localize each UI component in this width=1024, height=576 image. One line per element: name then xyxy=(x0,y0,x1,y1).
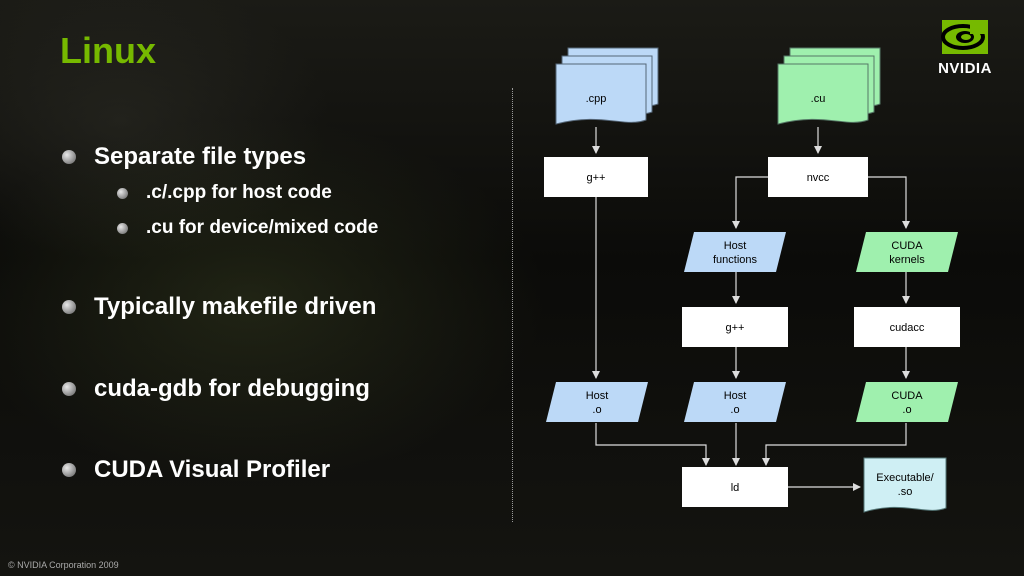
nvidia-logo-icon xyxy=(941,20,988,54)
cudacc-label: cudacc xyxy=(890,322,925,334)
sub-bullet-dot xyxy=(117,223,128,234)
sub-bullet-item: .cu for device/mixed code xyxy=(146,217,379,238)
bullet-dot xyxy=(62,300,76,314)
host-functions-line1: Host xyxy=(724,240,747,252)
edge-nvcc-host-functions xyxy=(732,176,768,229)
host-o2-node xyxy=(684,382,786,422)
sub-bullet-item: .c/.cpp for host code xyxy=(146,182,332,203)
cpp-files-node xyxy=(555,47,659,125)
bullet-item: Typically makefile driven xyxy=(94,293,377,320)
cuda-kernels-line1: CUDA xyxy=(891,240,923,252)
bullet-list: Separate file types .c/.cpp for host cod… xyxy=(0,0,510,576)
host-o-line2: .o xyxy=(592,404,601,416)
bullet-dot xyxy=(62,463,76,477)
cu-files-label: .cu xyxy=(811,93,826,105)
host-functions-line2: functions xyxy=(713,254,758,266)
executable-line2: .so xyxy=(898,486,913,498)
cuda-o-line1: CUDA xyxy=(891,390,923,402)
connector-group xyxy=(592,127,910,491)
cuda-o-line2: .o xyxy=(902,404,911,416)
cu-files-node xyxy=(777,47,881,125)
cpp-files-label: .cpp xyxy=(586,93,607,105)
bullet-item: cuda-gdb for debugging xyxy=(94,375,370,402)
divider-line xyxy=(512,88,513,522)
nvcc-label: nvcc xyxy=(807,172,830,184)
edge-host-o-ld xyxy=(595,423,710,466)
ld-box xyxy=(682,467,788,507)
gpp2-box xyxy=(682,307,788,347)
host-functions-node xyxy=(684,232,786,272)
bullet-dot xyxy=(62,150,76,164)
gpp2-label: g++ xyxy=(726,322,745,334)
host-o-line1: Host xyxy=(586,390,609,402)
edge-nvcc-cuda-kernels xyxy=(868,176,910,229)
sub-bullet-dot xyxy=(117,188,128,199)
cuda-o-node xyxy=(856,382,958,422)
cuda-kernels-line2: kernels xyxy=(889,254,925,266)
gpp-label: g++ xyxy=(587,172,606,184)
host-o2-line1: Host xyxy=(724,390,747,402)
ld-label: ld xyxy=(731,482,740,494)
edge-cuda-o-ld xyxy=(762,423,907,466)
bullet-item: Separate file types xyxy=(94,143,307,170)
slide-title: Linux xyxy=(60,30,156,71)
executable-line1: Executable/ xyxy=(876,472,934,484)
cudacc-box xyxy=(854,307,960,347)
host-o2-line2: .o xyxy=(730,404,739,416)
nvcc-box xyxy=(768,157,868,197)
copyright-footer: © NVIDIA Corporation 2009 xyxy=(8,560,119,570)
bullet-item: CUDA Visual Profiler xyxy=(94,456,331,483)
host-o-node xyxy=(546,382,648,422)
gpp-box xyxy=(544,157,648,197)
bullet-dot xyxy=(62,382,76,396)
executable-node xyxy=(863,457,947,513)
cuda-kernels-node xyxy=(856,232,958,272)
nvidia-logo-text: NVIDIA xyxy=(938,60,992,77)
